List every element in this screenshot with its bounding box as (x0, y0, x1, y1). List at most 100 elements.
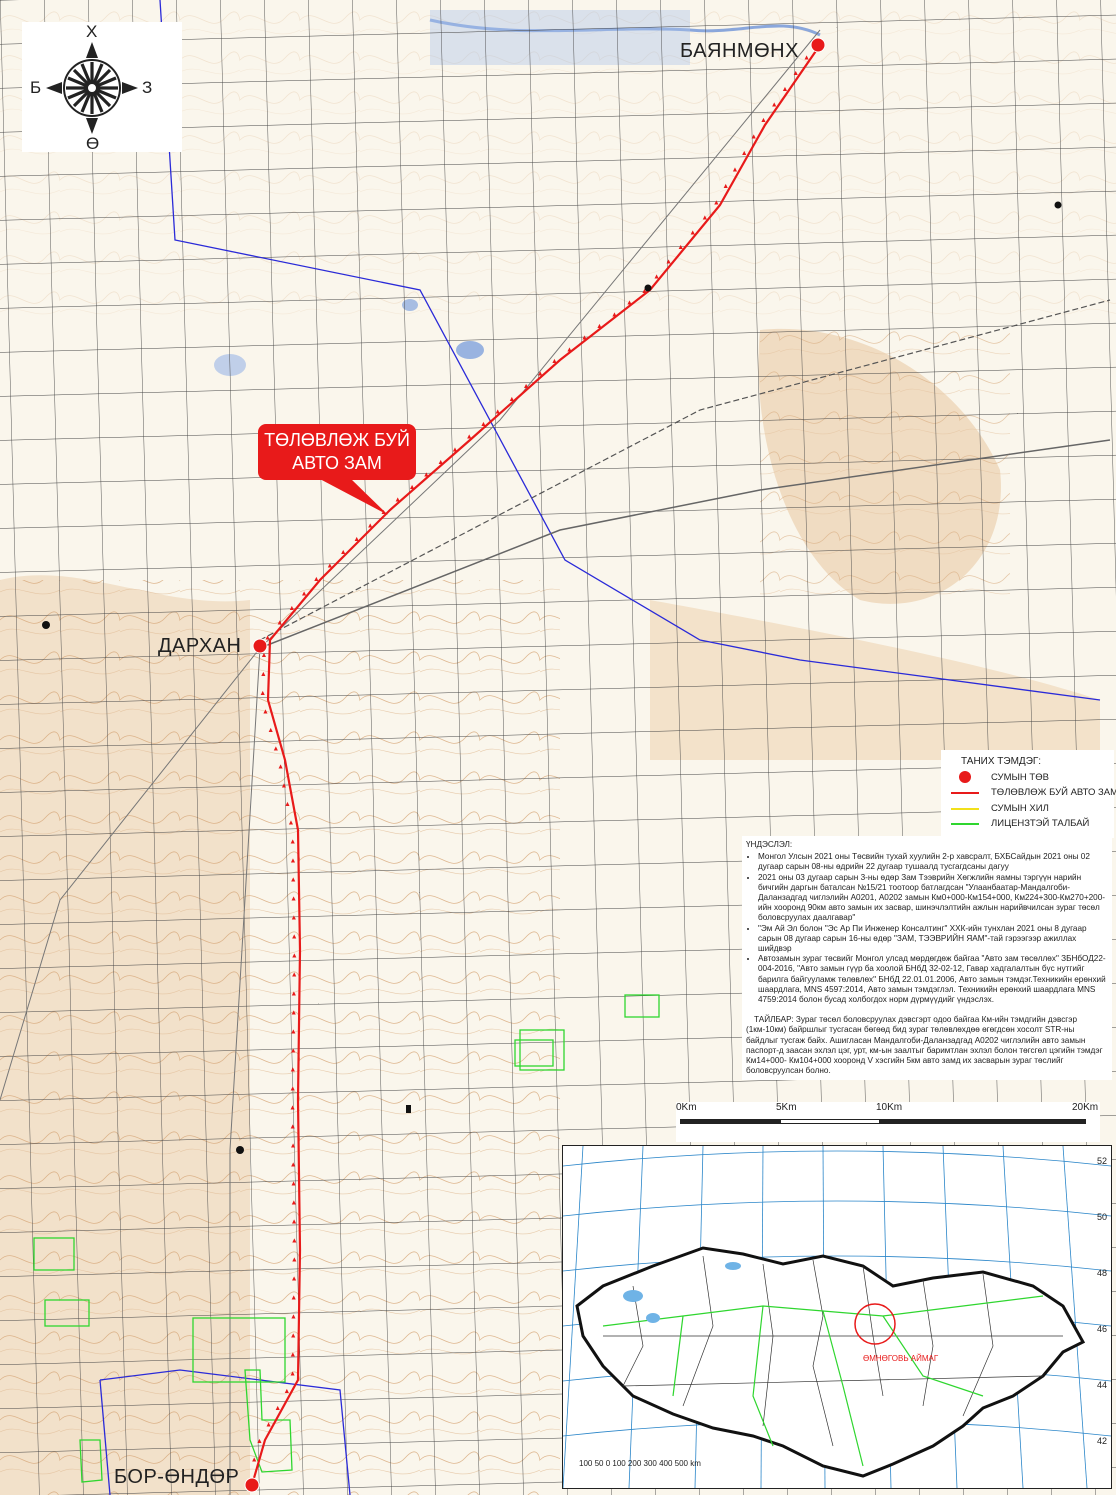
notes-item: Монгол Улсын 2021 оны Төсвийн тухай хуул… (758, 852, 1108, 872)
km-marker: ▲ (551, 358, 558, 365)
notes-item: Автозамын зураг төсвийг Монгол улсад мөр… (758, 954, 1108, 1005)
km-marker: ▲ (289, 839, 296, 846)
legend-item-center: СУМЫН ТӨВ (943, 771, 1113, 786)
km-marker: ▲ (701, 215, 708, 222)
km-marker: ▲ (760, 117, 767, 124)
place-label-bor-undur: БОР-ӨНДӨР (114, 1466, 240, 1488)
red-dot-icon (959, 771, 971, 783)
green-line-icon (951, 823, 979, 825)
km-marker: ▲ (452, 446, 459, 453)
inset-latitude-label: 42 (1096, 1436, 1107, 1446)
callout-line-1: ТӨЛӨВЛӨЖ БУЙ (264, 430, 410, 450)
compass-north-label: Х (86, 22, 98, 41)
scale-segment (680, 1119, 780, 1124)
license-area-3 (624, 994, 660, 1018)
place-label-bayanmunkh: БАЯНМӨНХ (680, 40, 799, 62)
settlement-mark (644, 284, 652, 292)
km-marker: ▲ (290, 1314, 297, 1321)
km-marker: ▲ (274, 1405, 281, 1412)
map-legend: ТАНИХ ТЭМДЭГ: СУМЫН ТӨВ ТӨЛӨВЛӨЖ БУЙ АВТ… (941, 750, 1116, 838)
compass-south-label: Ө (86, 134, 100, 153)
km-marker: ▲ (741, 150, 748, 157)
map-notes: ҮНДЭСЛЭЛ: Монгол Улсын 2021 оны Төсвийн … (742, 836, 1112, 1081)
km-marker: ▲ (289, 1371, 296, 1378)
legend-item-boundary: СУМЫН ХИЛ (943, 803, 1113, 817)
km-marker: ▲ (290, 877, 297, 884)
km-marker: ▲ (291, 1257, 298, 1264)
km-marker: ▲ (290, 1162, 297, 1169)
mongolia-border (575, 1246, 1086, 1478)
settlement-mark (406, 1105, 411, 1113)
center-dot-bayanmunkh (810, 37, 826, 53)
license-area-5 (44, 1299, 90, 1327)
km-marker: ▲ (340, 549, 347, 556)
notes-item: 2021 оны 03 дугаар сарын 3-ны өдөр Зам Т… (758, 873, 1108, 924)
km-marker: ▲ (260, 671, 267, 678)
km-marker: ▲ (409, 484, 416, 491)
scale-tick-label: 10Km (876, 1102, 903, 1113)
km-marker: ▲ (466, 434, 473, 441)
scale-tick-label: 0Km (676, 1102, 697, 1113)
km-marker: ▲ (782, 86, 789, 93)
km-marker: ▲ (771, 102, 778, 109)
license-area-7 (244, 1369, 293, 1473)
license-area-6 (192, 1317, 286, 1383)
notes-remark: ТАЙЛБАР: Зураг төсөл боловсруулах дэвсгэ… (746, 1015, 1103, 1076)
lakes (623, 1262, 741, 1323)
km-marker: ▲ (283, 1388, 290, 1395)
km-marker: ▲ (290, 1029, 297, 1036)
license-area-1 (519, 1029, 565, 1071)
compass-rose: Х Ө Б З (22, 22, 182, 153)
km-marker: ▲ (291, 953, 298, 960)
km-marker: ▲ (290, 1143, 297, 1150)
scale-segment (780, 1119, 880, 1124)
km-markers: ▲ ▲ ▲ ▲ ▲ ▲ ▲ ▲ ▲ ▲ ▲ ▲ ▲ ▲ ▲ ▲ ▲ ▲ ▲ ▲ ▲ ▲ ▲ ▲ ▲ ▲ ▲ ▲ ▲ ▲ ▲ ▲ ▲ ▲ ▲ ▲ ▲ ▲ ▲ ▲… (251, 55, 810, 1464)
existing-road-4 (229, 647, 261, 1495)
notes-list: Монгол Улсын 2021 оны Төсвийн тухай хуул… (746, 852, 1108, 1005)
km-marker: ▲ (289, 1352, 296, 1359)
existing-road-1 (259, 439, 1111, 649)
km-marker: ▲ (611, 311, 618, 318)
legend-label: СУМЫН ТӨВ (991, 772, 1049, 783)
callout-line-2: АВТО ЗАМ (292, 453, 382, 473)
km-marker: ▲ (290, 1295, 297, 1302)
place-label-darkhan: ДАРХАН (158, 635, 242, 657)
km-marker: ▲ (423, 471, 430, 478)
planned-road (250, 44, 821, 1486)
km-marker: ▲ (290, 1010, 297, 1017)
compass-east-label: З (142, 78, 153, 97)
km-marker: ▲ (289, 1086, 296, 1093)
km-marker: ▲ (508, 396, 515, 403)
km-marker: ▲ (353, 536, 360, 543)
km-marker: ▲ (596, 323, 603, 330)
inset-latitude-label: 48 (1096, 1268, 1107, 1278)
km-marker: ▲ (437, 459, 444, 466)
km-marker: ▲ (713, 200, 720, 207)
km-marker: ▲ (251, 1456, 258, 1463)
km-marker: ▲ (290, 1333, 297, 1340)
km-marker: ▲ (290, 896, 297, 903)
settlement-mark (236, 1146, 244, 1154)
inset-latitude-label: 50 (1096, 1212, 1107, 1222)
settlement-mark (42, 621, 50, 629)
km-marker: ▲ (581, 335, 588, 342)
legend-label: ЛИЦЕНЗТЭЙ ТАЛБАЙ (991, 818, 1090, 829)
km-marker: ▲ (792, 70, 799, 77)
km-marker: ▲ (281, 782, 288, 789)
km-marker: ▲ (290, 1200, 297, 1207)
km-marker: ▲ (394, 496, 401, 503)
km-marker: ▲ (537, 371, 544, 378)
km-marker: ▲ (291, 972, 298, 979)
yellow-line-icon (951, 808, 979, 810)
callout-pointer (318, 478, 388, 515)
km-marker: ▲ (722, 183, 729, 190)
km-marker: ▲ (367, 522, 374, 529)
project-area-marker (854, 1303, 896, 1345)
center-dot-darkhan (252, 638, 268, 654)
scale-tick-label: 5Km (776, 1102, 797, 1113)
legend-label: СУМЫН ХИЛ (991, 803, 1049, 814)
km-marker: ▲ (803, 55, 810, 62)
km-marker: ▲ (290, 991, 297, 998)
km-marker: ▲ (284, 801, 291, 808)
